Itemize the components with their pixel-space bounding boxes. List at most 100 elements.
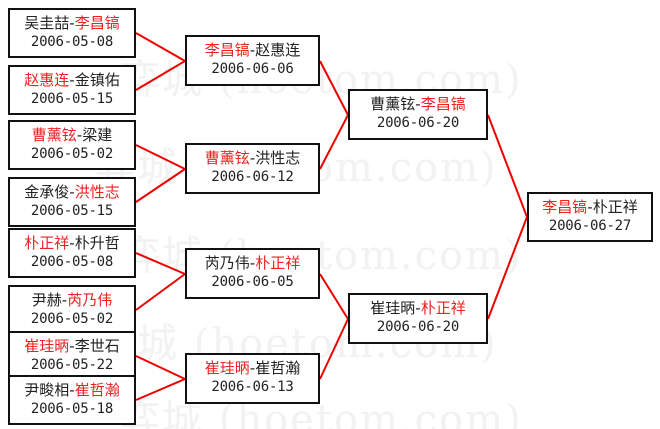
player-separator: - — [69, 14, 75, 32]
match-box-round3-2[interactable]: 崔珪昞-朴正祥 2006-06-20 — [348, 293, 488, 344]
match-players: 芮乃伟-朴正祥 — [187, 253, 318, 273]
match-date: 2006-06-20 — [376, 115, 460, 131]
match-box-round1-7[interactable]: 崔珪昞-李世石 2006-05-22 — [8, 331, 136, 381]
match-players: 李昌镐-朴正祥 — [529, 197, 651, 217]
match-date: 2006-05-02 — [30, 146, 114, 162]
match-date: 2006-05-08 — [30, 34, 114, 50]
player-separator: - — [415, 95, 421, 113]
player-separator: - — [69, 71, 75, 89]
player-left: 尹畯相 — [24, 381, 70, 399]
player-right: 梁建 — [82, 126, 113, 144]
player-separator: - — [249, 359, 256, 377]
match-box-round1-1[interactable]: 吴圭喆-李昌镐 2006-05-08 — [8, 8, 136, 58]
player-separator: - — [249, 41, 256, 59]
player-right: 朴升哲 — [74, 234, 120, 252]
player-separator: - — [69, 234, 75, 252]
connector-line — [135, 32, 186, 62]
connector-line — [487, 114, 528, 218]
player-right: 朴正祥 — [592, 198, 638, 216]
match-box-final[interactable]: 李昌镐-朴正祥 2006-06-27 — [527, 192, 653, 242]
match-players: 朴正祥-朴升哲 — [10, 233, 134, 253]
match-players: 吴圭喆-李昌镐 — [10, 13, 134, 33]
match-players: 曹薰铉-李昌镐 — [350, 94, 486, 114]
player-separator: - — [69, 183, 75, 201]
match-players: 李昌镐-赵惠连 — [187, 40, 318, 60]
connector-line — [319, 273, 349, 320]
connector-line — [487, 216, 528, 320]
connector-line — [135, 252, 186, 275]
match-box-round1-8[interactable]: 尹畯相-崔哲瀚 2006-05-18 — [8, 375, 136, 425]
player-separator: - — [61, 291, 68, 309]
match-box-round1-3[interactable]: 曹薰铉-梁建 2006-05-02 — [8, 120, 136, 170]
player-right: 崔哲瀚 — [74, 381, 120, 399]
player-left: 曹薰铉 — [370, 95, 416, 113]
player-separator: - — [69, 381, 75, 399]
match-date: 2006-06-27 — [548, 218, 632, 234]
player-left: 曹薰铉 — [31, 126, 77, 144]
player-right: 芮乃伟 — [67, 291, 113, 309]
player-right: 朴正祥 — [420, 299, 466, 317]
connector-line — [135, 273, 186, 311]
player-left: 李昌镐 — [542, 198, 588, 216]
match-date: 2006-06-13 — [211, 379, 294, 395]
match-box-round1-5[interactable]: 朴正祥-朴升哲 2006-05-08 — [8, 228, 136, 278]
match-players: 崔珪昞-李世石 — [10, 336, 134, 356]
player-right: 洪性志 — [74, 183, 120, 201]
player-right: 洪性志 — [255, 149, 301, 167]
match-box-round2-3[interactable]: 芮乃伟-朴正祥 2006-06-05 — [185, 248, 320, 299]
connector-line — [135, 60, 186, 91]
player-left: 金承俊 — [24, 183, 70, 201]
player-separator: - — [249, 254, 256, 272]
player-right: 崔哲瀚 — [255, 359, 301, 377]
match-box-round1-6[interactable]: 尹赫-芮乃伟 2006-05-02 — [8, 285, 136, 335]
match-players: 崔珪昞-崔哲瀚 — [187, 358, 318, 378]
connector-line — [135, 378, 186, 401]
player-left: 尹赫 — [31, 291, 62, 309]
match-box-round1-2[interactable]: 赵惠连-金镇佑 2006-05-15 — [8, 65, 136, 115]
watermark-text: 弈城 (hoetom.com) — [120, 233, 523, 279]
match-box-round2-4[interactable]: 崔珪昞-崔哲瀚 2006-06-13 — [185, 353, 320, 404]
player-left: 李昌镐 — [204, 41, 250, 59]
player-right: 金镇佑 — [74, 71, 120, 89]
player-right: 李昌镐 — [74, 14, 120, 32]
connector-line — [135, 168, 186, 203]
match-players: 崔珪昞-朴正祥 — [350, 298, 486, 318]
match-date: 2006-05-15 — [30, 203, 114, 219]
match-date: 2006-06-06 — [211, 61, 294, 77]
connector-line — [319, 318, 349, 380]
player-separator: - — [249, 149, 256, 167]
match-players: 曹薰铉-洪性志 — [187, 148, 318, 168]
connector-line — [135, 144, 186, 170]
match-date: 2006-06-20 — [376, 319, 460, 335]
player-left: 吴圭喆 — [24, 14, 70, 32]
watermark-text: 弈城 (hoetom.com) — [120, 397, 523, 429]
connector-line — [135, 355, 186, 380]
match-players: 尹赫-芮乃伟 — [10, 290, 134, 310]
player-left: 赵惠连 — [24, 71, 70, 89]
match-box-round2-1[interactable]: 李昌镐-赵惠连 2006-06-06 — [185, 35, 320, 86]
player-left: 朴正祥 — [24, 234, 70, 252]
player-separator: - — [76, 126, 83, 144]
match-box-round3-1[interactable]: 曹薰铉-李昌镐 2006-06-20 — [348, 89, 488, 140]
match-date: 2006-06-05 — [211, 274, 294, 290]
connector-line — [319, 60, 349, 116]
match-date: 2006-05-22 — [30, 357, 114, 373]
match-players: 曹薰铉-梁建 — [10, 125, 134, 145]
match-date: 2006-05-15 — [30, 91, 114, 107]
player-left: 崔珪昞 — [204, 359, 250, 377]
match-players: 金承俊-洪性志 — [10, 182, 134, 202]
player-right: 赵惠连 — [255, 41, 301, 59]
player-separator: - — [587, 198, 593, 216]
match-box-round2-2[interactable]: 曹薰铉-洪性志 2006-06-12 — [185, 143, 320, 194]
player-left: 芮乃伟 — [204, 254, 250, 272]
match-players: 尹畯相-崔哲瀚 — [10, 380, 134, 400]
match-box-round1-4[interactable]: 金承俊-洪性志 2006-05-15 — [8, 177, 136, 227]
player-separator: - — [69, 337, 75, 355]
match-date: 2006-05-02 — [30, 311, 114, 327]
match-date: 2006-06-12 — [211, 169, 294, 185]
player-left: 曹薰铉 — [204, 149, 250, 167]
match-date: 2006-05-18 — [30, 401, 114, 417]
player-right: 朴正祥 — [255, 254, 301, 272]
connector-line — [319, 114, 349, 170]
